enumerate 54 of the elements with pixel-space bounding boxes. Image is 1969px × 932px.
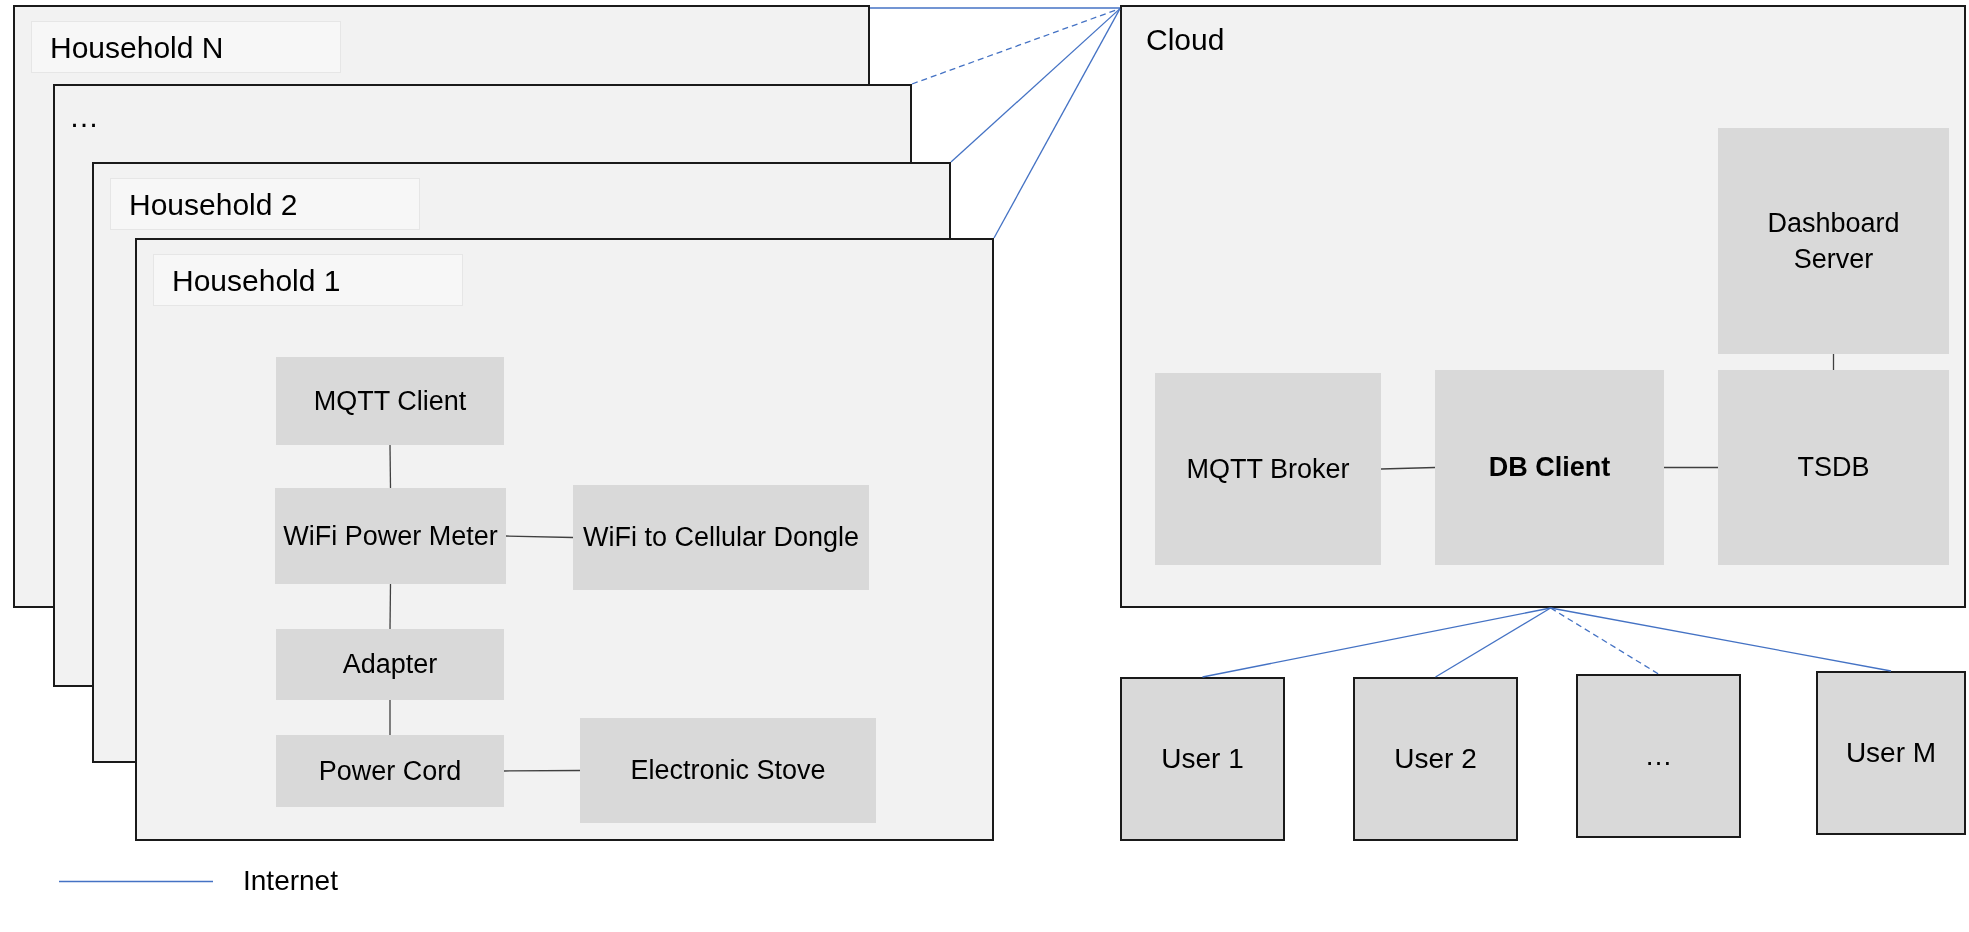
component-box xyxy=(275,488,506,584)
component-box xyxy=(573,485,869,590)
household-title: Household 1 xyxy=(153,254,463,306)
user-box xyxy=(1576,674,1741,838)
connector-line xyxy=(1201,607,1552,678)
household-panel xyxy=(53,84,912,162)
connector-line xyxy=(503,769,581,772)
household-panel xyxy=(92,162,951,238)
component-label: DB Client xyxy=(1488,451,1611,485)
user-label: User 1 xyxy=(1161,742,1244,776)
connector-line xyxy=(389,583,392,630)
legend-label: Internet xyxy=(243,864,338,898)
component-box xyxy=(1155,373,1381,565)
component-box xyxy=(1718,370,1949,565)
connector-line xyxy=(993,7,1121,239)
connector-line xyxy=(1549,607,1892,672)
component-box xyxy=(276,629,504,700)
connector-line xyxy=(389,699,391,736)
component-box xyxy=(1435,370,1664,565)
connector-line xyxy=(1663,466,1719,469)
component-label: Adapter xyxy=(342,648,438,682)
component-label: TSDB xyxy=(1797,451,1870,485)
component-label: MQTT Client xyxy=(313,384,467,418)
user-label: User 2 xyxy=(1394,742,1477,776)
component-label: MQTT Broker xyxy=(1186,452,1350,486)
user-label: User M xyxy=(1845,736,1937,770)
component-box xyxy=(276,357,504,445)
component-box xyxy=(276,735,504,807)
household-title: Household N xyxy=(31,21,341,73)
connector-line xyxy=(1434,607,1552,678)
user-box xyxy=(1816,671,1966,835)
cloud-title: Cloud xyxy=(1146,22,1225,58)
component-label: WiFi Power Meter xyxy=(283,519,498,553)
cloud-panel xyxy=(1120,5,1966,608)
connector-line xyxy=(869,7,1121,9)
user-box xyxy=(1353,677,1518,841)
connector-line xyxy=(389,444,392,489)
user-box xyxy=(1120,677,1285,841)
user-label: … xyxy=(1644,739,1673,773)
component-box xyxy=(580,718,876,823)
component-box xyxy=(1718,128,1949,354)
connector-line xyxy=(1380,466,1436,470)
connector-line xyxy=(505,535,574,539)
component-label: Dashboard Server xyxy=(1766,206,1901,276)
component-label: WiFi to Cellular Dongle xyxy=(582,521,860,555)
connector-line xyxy=(1832,353,1835,371)
connector-line xyxy=(950,7,1121,163)
household-title: Household 2 xyxy=(110,178,420,230)
household-panel xyxy=(135,238,994,841)
connector-line xyxy=(1549,607,1660,675)
component-label: Electronic Stove xyxy=(630,754,826,788)
household-panel xyxy=(13,5,870,84)
ellipsis-text: … xyxy=(69,99,99,135)
component-label: Power Cord xyxy=(318,754,462,788)
